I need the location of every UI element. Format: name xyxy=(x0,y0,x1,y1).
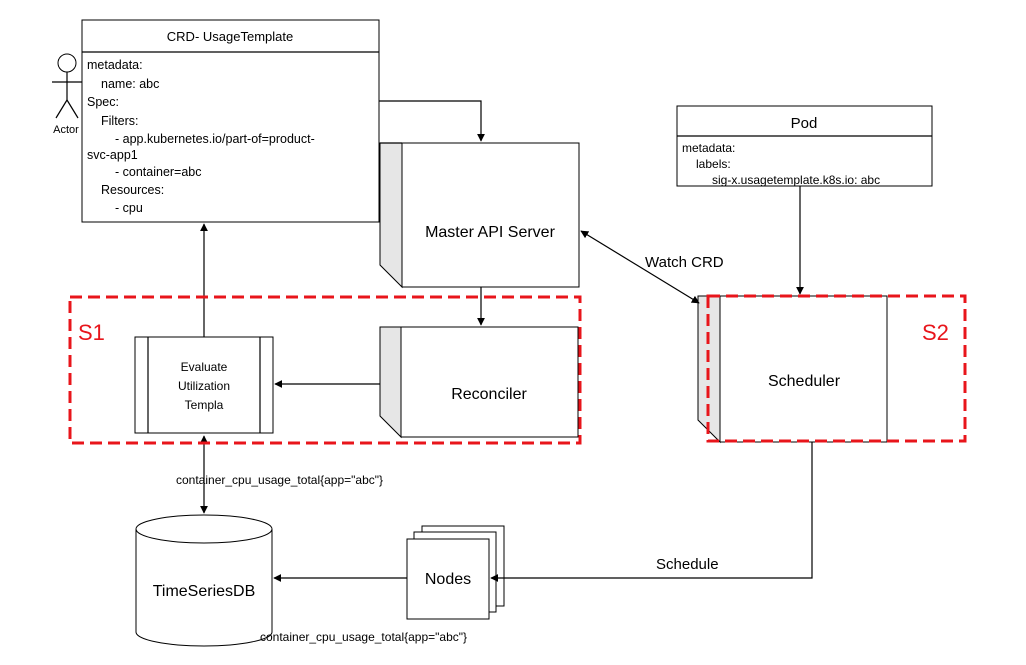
crd-line: Spec: xyxy=(87,95,119,109)
nodes-db-query-label: container_cpu_usage_total{app="abc"} xyxy=(260,630,467,644)
reconciler-label: Reconciler xyxy=(451,386,527,403)
watch-crd-label: Watch CRD xyxy=(645,254,724,271)
boundary-s2: S2 xyxy=(706,294,967,443)
crd-line: - cpu xyxy=(115,201,143,215)
boundary-s1-label: S1 xyxy=(78,320,105,345)
crd-to-api-arrow xyxy=(379,100,485,142)
pod-box: Pod metadata: labels: sig-x.usagetemplat… xyxy=(676,105,933,187)
pod-line: metadata: xyxy=(682,141,735,155)
boundary-s1: S1 xyxy=(68,295,582,445)
crd-line: name: abc xyxy=(101,77,159,91)
pod-line: labels: xyxy=(696,157,731,171)
pod-line: sig-x.usagetemplate.k8s.io: abc xyxy=(712,173,880,187)
schedule-label: Schedule xyxy=(656,556,719,573)
pod-title: Pod xyxy=(791,115,818,132)
master-api-server-node: Master API Server xyxy=(379,142,580,289)
timeseries-db-cylinder: TimeSeriesDB xyxy=(135,514,273,647)
actor-label: Actor xyxy=(53,124,79,136)
evaluate-line: Templa xyxy=(185,398,224,412)
crd-line: metadata: xyxy=(87,58,143,72)
actor-figure: Actor xyxy=(52,53,82,136)
eval-db-query-label: container_cpu_usage_total{app="abc"} xyxy=(176,473,383,487)
master-api-server-label: Master API Server xyxy=(425,224,555,241)
edges xyxy=(200,100,813,582)
reconciler-node: Reconciler xyxy=(379,326,579,439)
crd-line: Filters: xyxy=(101,114,139,128)
watch-crd-arrow xyxy=(580,230,700,304)
crd-line: - container=abc xyxy=(115,165,202,179)
nodes-stack: Nodes xyxy=(406,525,505,620)
crd-line: Resources: xyxy=(101,183,164,197)
boundary-s2-label: S2 xyxy=(922,320,949,345)
crd-title: CRD- UsageTemplate xyxy=(167,29,293,44)
evaluate-utilization-process: Evaluate Utilization Templa xyxy=(134,336,274,434)
evaluate-line: Utilization xyxy=(178,379,230,393)
nodes-label: Nodes xyxy=(425,571,471,588)
scheduler-node: Scheduler xyxy=(697,295,888,444)
evaluate-line: Evaluate xyxy=(181,360,228,374)
crd-usage-template-box: CRD- UsageTemplate metadata: name: abc S… xyxy=(81,19,380,223)
schedule-arrow xyxy=(490,442,813,582)
scheduler-label: Scheduler xyxy=(768,373,841,390)
timeseries-db-label: TimeSeriesDB xyxy=(153,583,256,600)
crd-line: svc-app1 xyxy=(87,148,138,162)
crd-line: - app.kubernetes.io/part-of=product- xyxy=(115,132,315,146)
